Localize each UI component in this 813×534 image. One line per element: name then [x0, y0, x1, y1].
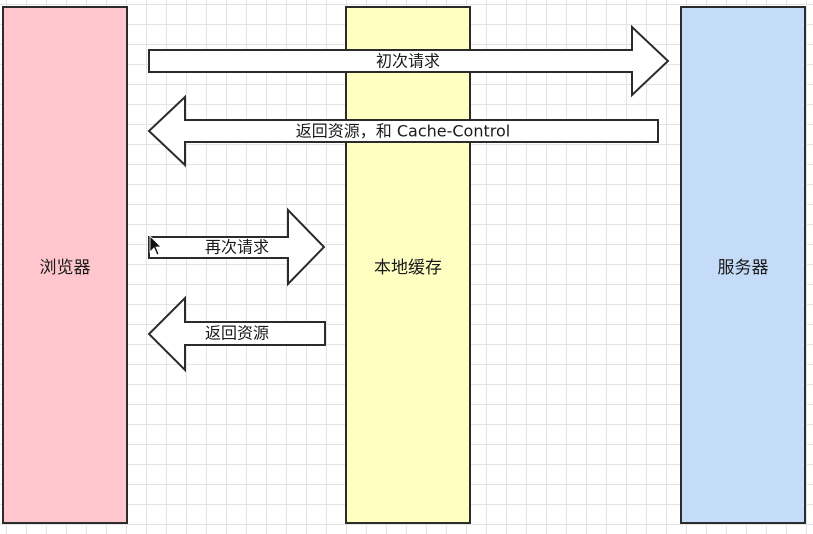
repeat-request-label: 再次请求 [205, 238, 269, 257]
local-cache-column: 本地缓存 [345, 6, 471, 524]
return-cache-control-arrow: 返回资源，和 Cache-Control [147, 94, 659, 168]
server-column: 服务器 [680, 6, 806, 524]
return-cache-control-label: 返回资源，和 Cache-Control [296, 122, 510, 141]
initial-request-label: 初次请求 [376, 52, 440, 71]
return-cache-control-arrow-shape [147, 94, 659, 168]
mouse-pointer-icon [149, 235, 162, 256]
return-resource-label: 返回资源 [205, 324, 269, 343]
initial-request-arrow: 初次请求 [148, 24, 670, 98]
browser-column: 浏览器 [2, 6, 128, 524]
return-resource-arrow: 返回资源 [147, 295, 326, 373]
repeat-request-arrow: 再次请求 [148, 207, 326, 287]
local-cache-label: 本地缓存 [374, 257, 442, 278]
repeat-request-arrow-shape [148, 207, 326, 287]
initial-request-arrow-shape [148, 24, 670, 98]
browser-label: 浏览器 [39, 257, 91, 278]
server-label: 服务器 [717, 257, 769, 278]
return-resource-arrow-shape [147, 295, 326, 373]
